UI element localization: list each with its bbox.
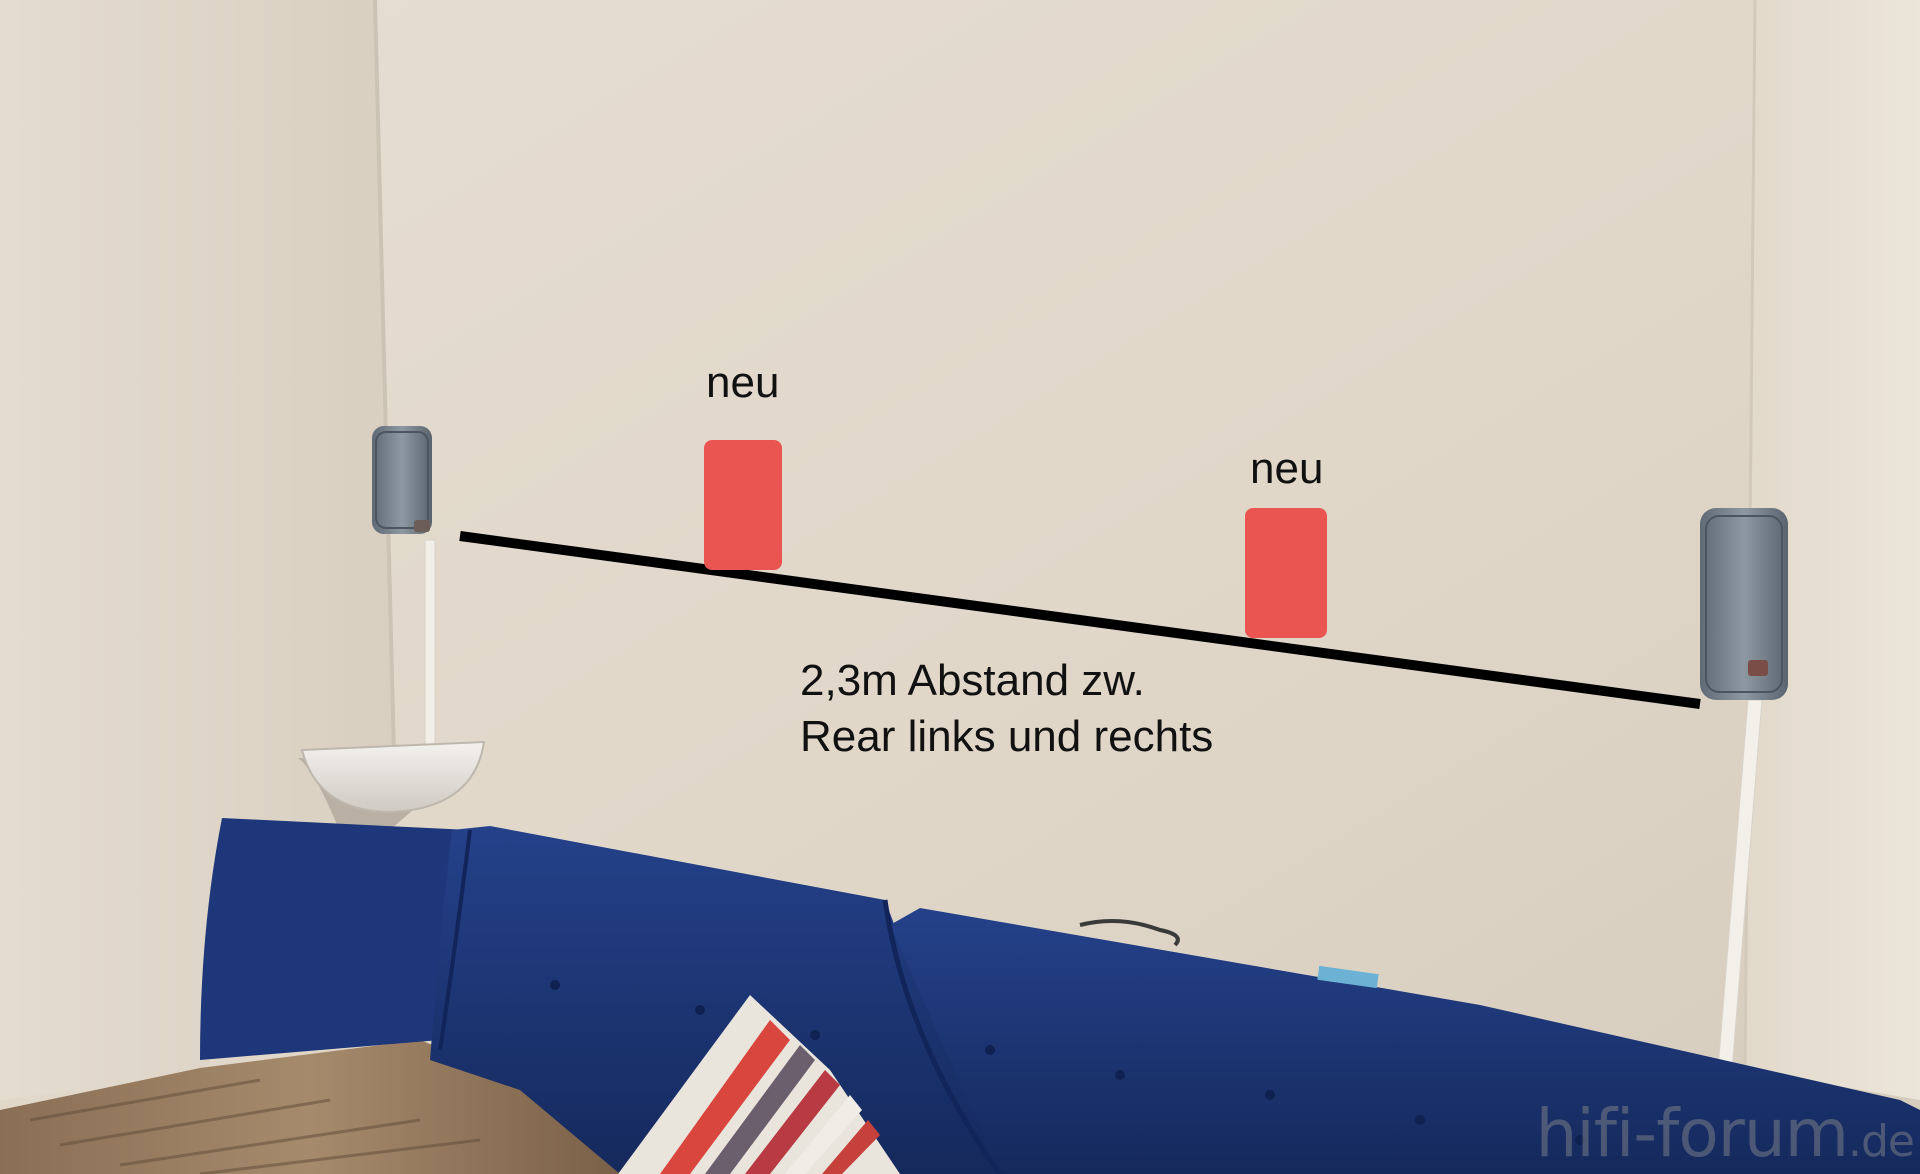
watermark: hifi-forum.de <box>1535 1095 1915 1172</box>
right-wall <box>1745 0 1920 1100</box>
blanket-texture <box>29 1078 481 1174</box>
distance-annotation: 2,3m Abstand zw. Rear links und rechts <box>800 653 1213 765</box>
wall-lamp-icon <box>298 740 486 832</box>
label-new-left: neu <box>706 358 780 407</box>
blue-card <box>1317 965 1379 989</box>
distance-line <box>459 531 1701 709</box>
sofa <box>200 818 1920 1174</box>
pillow-icon <box>618 995 900 1174</box>
label-new-right: neu <box>1250 444 1324 493</box>
cable-on-sofa <box>1079 919 1180 947</box>
distance-annotation-line2: Rear links und rechts <box>800 712 1214 761</box>
speaker-rear-right-icon <box>1700 508 1788 700</box>
marker-new-left-icon <box>704 440 782 570</box>
watermark-main: hifi-forum <box>1535 1095 1849 1172</box>
watermark-tld: .de <box>1848 1116 1915 1167</box>
distance-annotation-line1: 2,3m Abstand zw. <box>800 656 1145 705</box>
speaker-rear-left-icon <box>372 426 432 534</box>
left-cable-channel <box>424 539 436 751</box>
marker-new-right-icon <box>1245 508 1327 638</box>
left-wall-corner <box>373 0 397 796</box>
